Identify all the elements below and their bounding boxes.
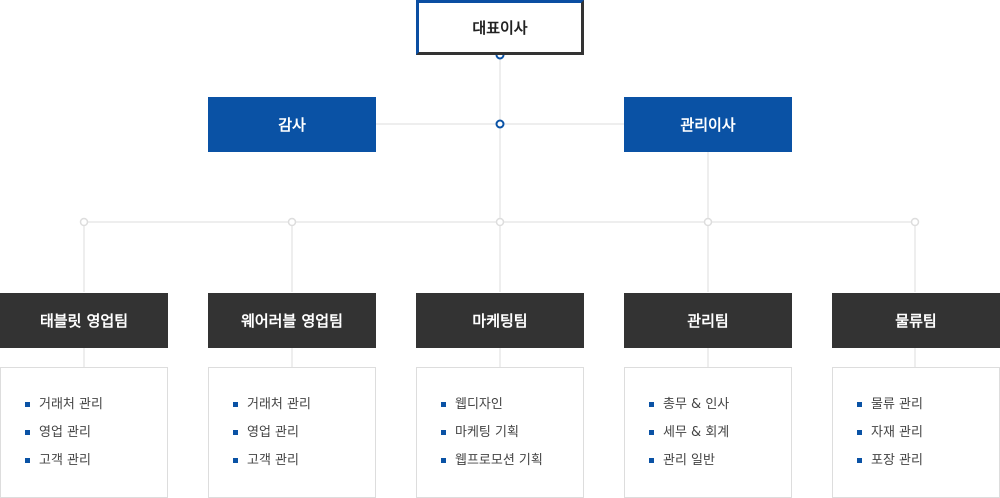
duty-item: 총무 & 인사: [649, 394, 791, 422]
duty-item: 웹프로모션 기획: [441, 450, 583, 478]
duty-text: 거래처 관리: [39, 397, 103, 412]
duty-text: 세무 & 회계: [663, 425, 730, 440]
duty-box-management: 총무 & 인사 세무 & 회계 관리 일반: [624, 367, 792, 498]
duty-item: 마케팅 기획: [441, 422, 583, 450]
director-box: 관리이사: [624, 97, 792, 152]
team1-node-dot: [79, 217, 89, 227]
duty-item: 영업 관리: [25, 422, 167, 450]
duty-item: 세무 & 회계: [649, 422, 791, 450]
duty-text: 영업 관리: [39, 425, 91, 440]
duty-box-logistics: 물류 관리 자재 관리 포장 관리: [832, 367, 1000, 498]
bullet-icon: [25, 430, 30, 435]
duty-text: 고객 관리: [247, 453, 299, 468]
team-box-wearable-sales: 웨어러블 영업팀: [208, 293, 376, 348]
audit-label: 감사: [278, 116, 306, 134]
bullet-icon: [649, 402, 654, 407]
duty-text: 총무 & 인사: [663, 397, 730, 412]
bullet-icon: [233, 430, 238, 435]
team-box-marketing: 마케팅팀: [416, 293, 584, 348]
bullet-icon: [441, 430, 446, 435]
bullet-icon: [857, 402, 862, 407]
ceo-box: 대표이사: [416, 0, 584, 55]
bullet-icon: [649, 458, 654, 463]
duty-item: 고객 관리: [25, 450, 167, 478]
bullet-icon: [25, 402, 30, 407]
duty-item: 자재 관리: [857, 422, 999, 450]
bullet-icon: [649, 430, 654, 435]
bullet-icon: [233, 402, 238, 407]
branch-node-dot: [495, 119, 505, 129]
duty-item: 포장 관리: [857, 450, 999, 478]
team-box-logistics: 물류팀: [832, 293, 1000, 348]
duty-text: 웹디자인: [455, 397, 503, 412]
team4-node-dot: [703, 217, 713, 227]
team3-node-dot: [495, 217, 505, 227]
duty-item: 거래처 관리: [233, 394, 375, 422]
duty-text: 마케팅 기획: [455, 425, 519, 440]
team-label: 물류팀: [895, 312, 937, 330]
duty-text: 웹프로모션 기획: [455, 453, 543, 468]
team-label: 웨어러블 영업팀: [241, 312, 343, 330]
bullet-icon: [441, 458, 446, 463]
team5-node-dot: [910, 217, 920, 227]
duty-text: 영업 관리: [247, 425, 299, 440]
bullet-icon: [25, 458, 30, 463]
duty-box-marketing: 웹디자인 마케팅 기획 웹프로모션 기획: [416, 367, 584, 498]
duty-item: 고객 관리: [233, 450, 375, 478]
ceo-label: 대표이사: [472, 19, 528, 37]
duty-item: 웹디자인: [441, 394, 583, 422]
duty-text: 포장 관리: [871, 453, 923, 468]
bullet-icon: [441, 402, 446, 407]
team-label: 관리팀: [687, 312, 729, 330]
duty-item: 물류 관리: [857, 394, 999, 422]
duty-item: 거래처 관리: [25, 394, 167, 422]
team-box-management: 관리팀: [624, 293, 792, 348]
duty-text: 관리 일반: [663, 453, 715, 468]
bullet-icon: [857, 430, 862, 435]
team2-node-dot: [287, 217, 297, 227]
duty-text: 거래처 관리: [247, 397, 311, 412]
duty-text: 자재 관리: [871, 425, 923, 440]
team-box-tablet-sales: 태블릿 영업팀: [0, 293, 168, 348]
duty-text: 고객 관리: [39, 453, 91, 468]
bullet-icon: [233, 458, 238, 463]
bullet-icon: [857, 458, 862, 463]
team-label: 마케팅팀: [472, 312, 528, 330]
duty-item: 관리 일반: [649, 450, 791, 478]
duty-box-tablet-sales: 거래처 관리 영업 관리 고객 관리: [0, 367, 168, 498]
director-label: 관리이사: [680, 116, 736, 134]
duty-text: 물류 관리: [871, 397, 923, 412]
duty-box-wearable-sales: 거래처 관리 영업 관리 고객 관리: [208, 367, 376, 498]
duty-item: 영업 관리: [233, 422, 375, 450]
audit-box: 감사: [208, 97, 376, 152]
team-label: 태블릿 영업팀: [39, 312, 129, 330]
